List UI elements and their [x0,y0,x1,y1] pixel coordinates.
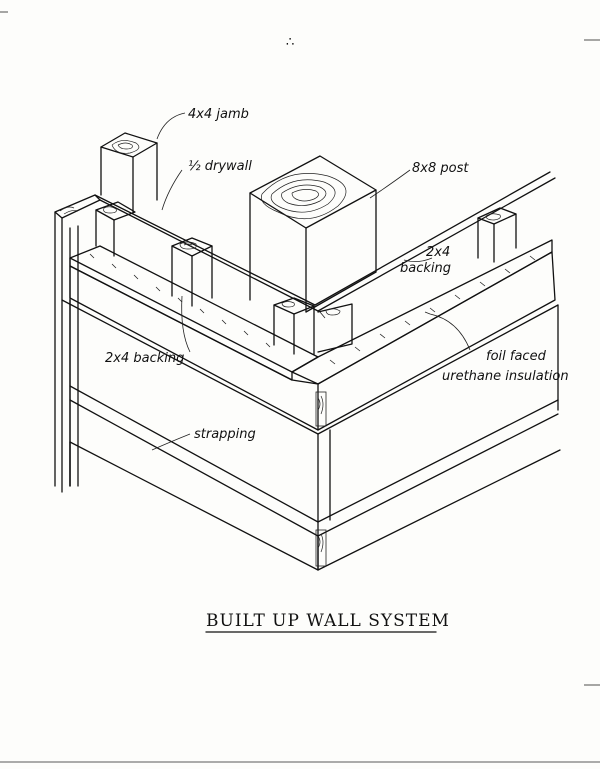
post-8x8 [249,155,377,313]
label-insulation-1: foil faced [486,349,547,364]
lower-strapping [69,385,561,571]
label-strapping: strapping [194,427,256,442]
backing-block-right [477,207,517,263]
corner-mark: ∴ [286,35,294,50]
right-backing-strip [291,239,553,385]
drawing-title: BUILT UP WALL SYSTEM [206,611,450,631]
backing-block-left [171,237,213,307]
label-post: 8x8 post [412,161,469,176]
drywall-edge [94,171,556,319]
label-insulation-2: urethane insulation [442,369,569,384]
left-end-stud [54,194,101,493]
label-drywall: ½ drywall [188,159,252,174]
label-backing-right-2: backing [400,261,451,276]
post-backing-block [273,297,353,355]
label-backing-left: 2x4 backing [105,351,184,366]
page-edge-marks [0,11,600,763]
jamb-backing-block [95,201,136,257]
upper-strapping [61,251,559,435]
leader-lines [151,112,471,451]
label-backing-right-1: 2x4 [426,245,450,260]
label-jamb: 4x4 jamb [188,107,249,122]
jamb-4x4 [100,132,158,213]
